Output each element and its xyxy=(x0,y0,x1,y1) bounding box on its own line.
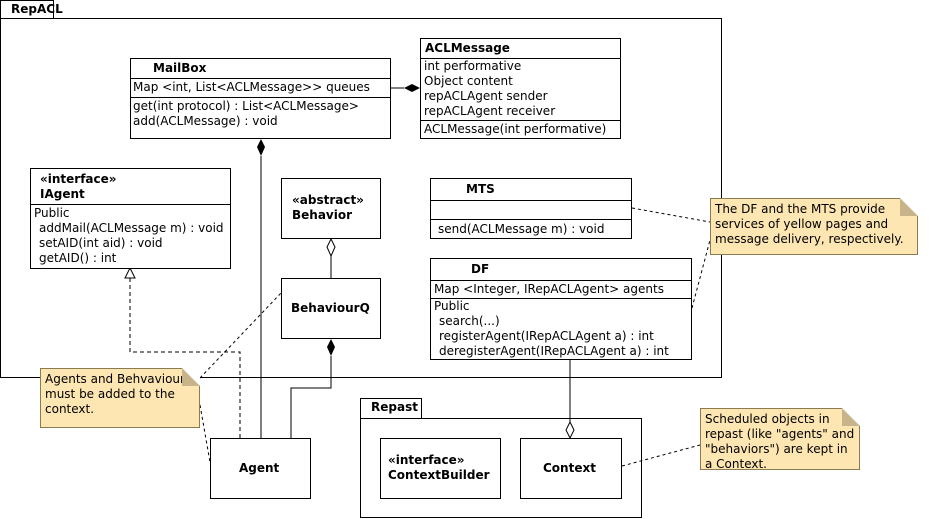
class-operation: ACLMessage(int performative) xyxy=(424,122,607,136)
note-df-mts-text: The DF and the MTS provide services of y… xyxy=(715,202,904,246)
note-agents-context-text: Agents and Behvaviours must be added to … xyxy=(45,372,192,416)
class-aclmessage-name: ACLMessage xyxy=(425,41,510,55)
class-attribute: int performative xyxy=(424,59,522,73)
class-context[interactable]: Context xyxy=(520,438,622,499)
note-scheduled-objects: Scheduled objects in repast (like "agent… xyxy=(700,408,860,471)
package-repast-tab: Repast xyxy=(360,398,422,419)
note-df-mts: The DF and the MTS provide services of y… xyxy=(710,198,918,255)
class-iagent-name: IAgent xyxy=(40,187,85,201)
class-aclmessage[interactable]: ACLMessage int performative Object conte… xyxy=(420,38,621,139)
composition-diamond xyxy=(327,339,335,356)
class-attribute: repACLAgent receiver xyxy=(424,104,556,118)
class-behaviourq-name: BehaviourQ xyxy=(291,301,370,315)
aggregation-diamond xyxy=(565,420,575,440)
class-contextbuilder-stereotype: «interface» xyxy=(388,453,465,467)
class-operation: deregisterAgent(IRepACLAgent a) : int xyxy=(439,344,669,358)
class-context-name: Context xyxy=(543,461,596,475)
class-mts-name: MTS xyxy=(466,182,495,196)
class-operation: search(...) xyxy=(439,314,500,328)
composition-diamond xyxy=(257,139,265,156)
realization-arrow xyxy=(124,266,136,279)
class-contextbuilder[interactable]: «interface» ContextBuilder xyxy=(380,438,501,499)
note-scheduled-objects-text: Scheduled objects in repast (like "agent… xyxy=(705,412,855,471)
class-df[interactable]: DF Map <Integer, IRepACLAgent> agents Pu… xyxy=(430,258,692,360)
class-operation: get(int protocol) : List<ACLMessage> xyxy=(133,99,359,113)
class-mts[interactable]: MTS send(ACLMessage m) : void xyxy=(430,178,632,239)
class-contextbuilder-name: ContextBuilder xyxy=(388,468,490,482)
class-visibility: Public xyxy=(434,299,470,313)
class-attribute: Map <int, List<ACLMessage>> queues xyxy=(133,80,370,94)
note-agents-context: Agents and Behvaviours must be added to … xyxy=(40,368,200,428)
class-iagent[interactable]: «interface» IAgent Public addMail(ACLMes… xyxy=(30,168,231,269)
class-iagent-stereotype: «interface» xyxy=(40,172,117,186)
class-operation: add(ACLMessage) : void xyxy=(133,114,278,128)
class-attribute: Map <Integer, IRepACLAgent> agents xyxy=(434,282,664,296)
class-mailbox-name: MailBox xyxy=(153,61,207,75)
class-operation: setAID(int aid) : void xyxy=(39,236,163,250)
class-mailbox[interactable]: MailBox Map <int, List<ACLMessage>> queu… xyxy=(130,58,391,139)
class-operation: getAID() : int xyxy=(39,251,117,265)
composition-diamond xyxy=(404,84,420,92)
package-repast-name: Repast xyxy=(371,400,418,414)
class-behavior-name: Behavior xyxy=(292,208,353,222)
package-repacl-tab: RepACL xyxy=(0,0,63,19)
class-operation: addMail(ACLMessage m) : void xyxy=(39,221,224,235)
class-behavior[interactable]: «abstract» Behavior xyxy=(281,178,381,239)
class-agent[interactable]: Agent xyxy=(210,438,311,499)
class-attribute: repACLAgent sender xyxy=(424,89,548,103)
class-operation: send(ACLMessage m) : void xyxy=(438,222,605,236)
class-behavior-stereotype: «abstract» xyxy=(292,193,364,207)
class-attribute: Object content xyxy=(424,74,513,88)
package-repacl-name: RepACL xyxy=(11,2,63,16)
class-behaviourq[interactable]: BehaviourQ xyxy=(281,278,381,339)
class-visibility: Public xyxy=(34,206,70,220)
class-agent-name: Agent xyxy=(239,461,280,475)
aggregation-diamond xyxy=(326,237,336,258)
class-df-name: DF xyxy=(471,262,490,276)
class-operation: registerAgent(IRepACLAgent a) : int xyxy=(439,329,654,343)
